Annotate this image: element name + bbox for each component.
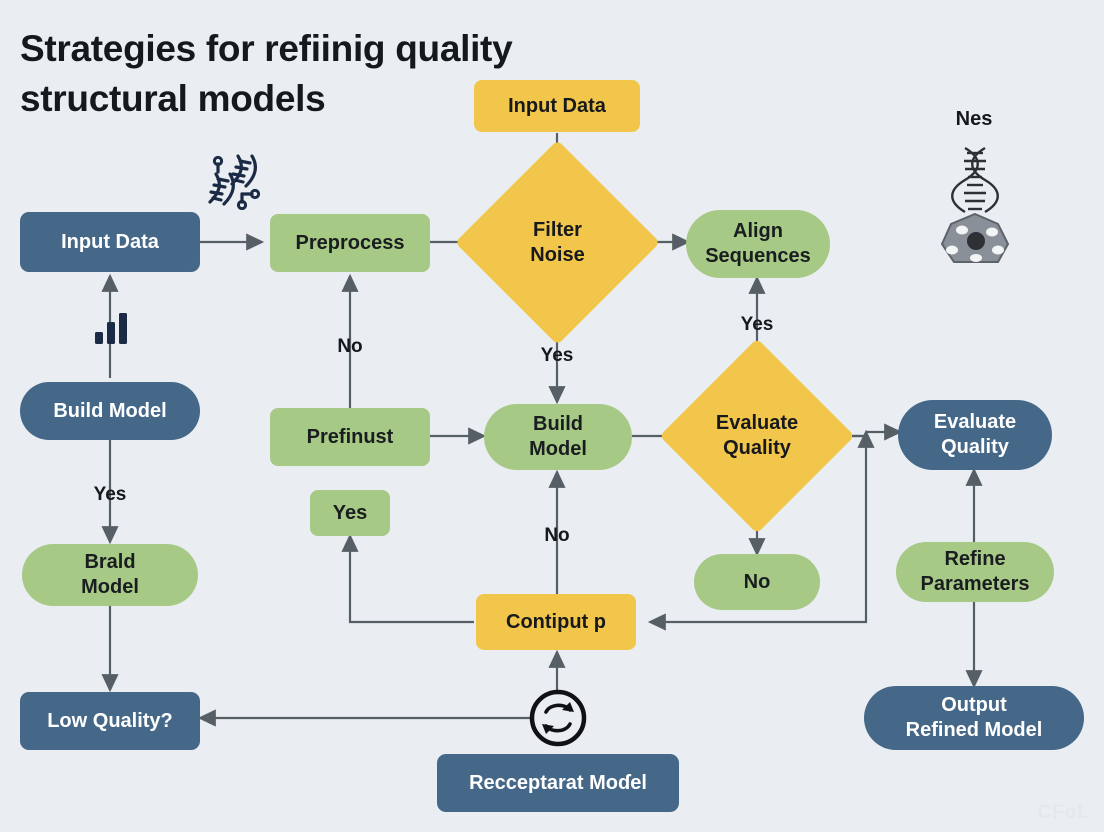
node-label: Contiput p [506,610,606,633]
node-refine-parameters[interactable]: Refine Parameters [896,542,1054,602]
title-line-1: Strategies for refiinig quality [20,28,513,69]
node-label-line-2: Refined Model [905,719,1043,741]
node-label-line-1: Refine [944,548,1006,570]
node-label-line-1: Evaluate [933,411,1017,433]
node-label: Input Data [508,94,606,117]
node-label-line-2: Noise [530,243,585,266]
dna-helix-icon [196,148,266,211]
node-label: Preprocess [295,231,405,254]
page-title: Strategies for refiinig quality structur… [20,24,640,124]
node-evaluate-quality-right[interactable]: Evaluate Quality [898,400,1052,470]
node-label: Input Data [61,230,159,253]
diamond-label: Evaluate Quality [716,411,798,461]
node-label-line-1: Build [533,413,583,435]
node-label: Prefinust [306,425,394,448]
node-no-chip[interactable]: No [694,554,820,610]
node-label: No [743,570,771,593]
node-label-line-2: Quality [941,436,1009,458]
node-output-refined-model[interactable]: Output Refined Model [864,686,1084,750]
node-brald-model[interactable]: Brald Model [22,544,198,606]
title-line-2: structural models [20,78,326,119]
node-align-sequences[interactable]: Align Sequences [686,210,830,278]
node-evaluate-quality-diamond[interactable]: Evaluate Quality [659,338,855,534]
edge-label-yes-build-left: Yes [93,484,127,505]
node-label: Build Model [53,399,167,422]
node-preprocess[interactable]: Preprocess [270,214,430,272]
node-label-line-2: Quality [723,437,791,459]
node-label-line-1: Output [941,694,1007,716]
node-input-data-left[interactable]: Input Data [20,212,200,272]
edge-label-yes-align: Yes [740,314,774,335]
diamond-label: Filter Noise [530,218,584,268]
node-input-data-top[interactable]: Input Data [474,80,640,132]
edge-label-no-preprocess: No [337,336,363,357]
node-build-model-center[interactable]: Build Model [484,404,632,470]
node-label-line-1: Evaluate [715,412,799,434]
node-label-line-2: Sequences [705,245,811,267]
node-label-line-2: Model [529,438,587,460]
node-build-model-left[interactable]: Build Model [20,382,200,440]
node-label-line-1: Filter [533,218,582,241]
node-filter-noise[interactable]: Filter Noise [454,139,661,346]
node-label: Recceptarat Moɗel [469,771,647,794]
bar-chart-icon [92,310,134,346]
node-recceptarat-model[interactable]: Recceptarat Moɗel [437,754,679,812]
watermark: CFoL [1037,802,1090,823]
dna-molecule-icon [932,140,1018,266]
node-low-quality[interactable]: Low Quality? [20,692,200,750]
nes-label: Nes [955,108,993,130]
refresh-cycle-icon [528,688,588,748]
node-label: Yes [332,501,368,524]
edge-label-no-build-center: No [544,525,570,546]
edge-label-yes-filter: Yes [540,345,574,366]
node-yes-chip[interactable]: Yes [310,490,390,536]
node-label-line-1: Align [733,220,783,242]
node-label-line-2: Model [81,576,139,598]
node-label-line-1: Brald [84,551,136,573]
node-contiput-p[interactable]: Contiput p [476,594,636,650]
node-label: Low Quality? [47,709,173,732]
node-prefinust[interactable]: Prefinust [270,408,430,466]
node-label-line-2: Parameters [920,573,1030,595]
